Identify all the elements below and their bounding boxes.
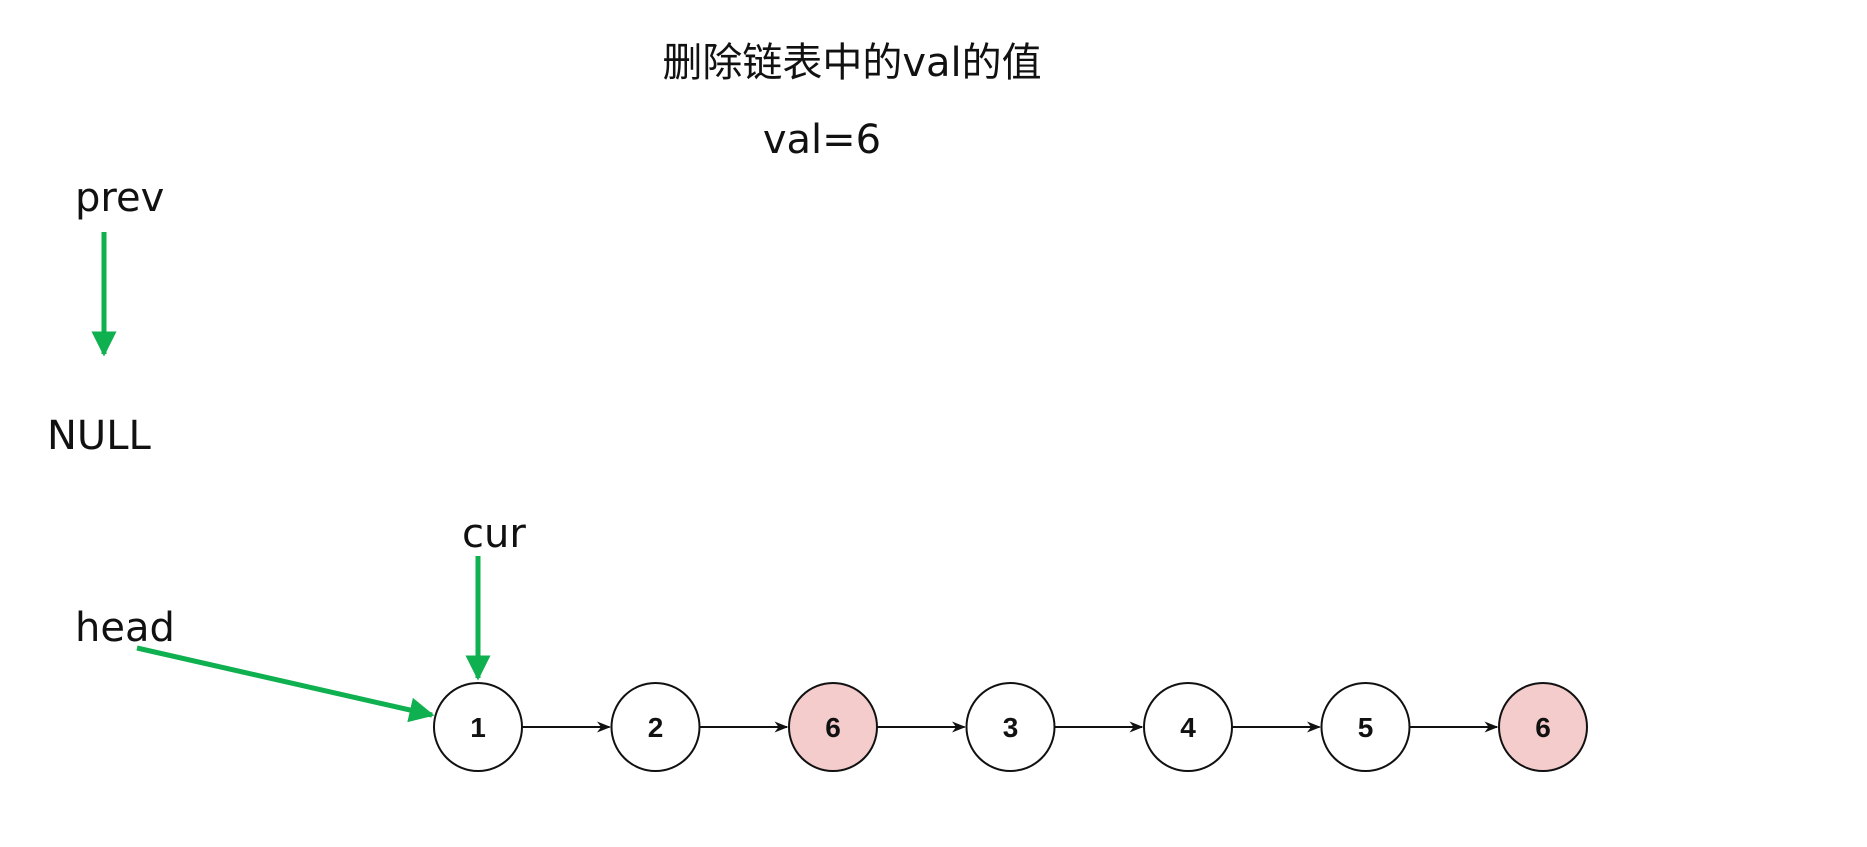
node-circle (965, 682, 1056, 772)
node-value: 4 (1180, 712, 1196, 743)
node-value: 6 (825, 712, 841, 743)
node-value: 5 (1358, 712, 1374, 743)
list-node: 2 (610, 682, 701, 772)
node-value: 3 (1003, 712, 1019, 743)
diagram-title: 删除链表中的val的值 (662, 40, 1041, 86)
head-label: head (75, 605, 175, 651)
node-value: 1 (470, 712, 486, 743)
list-node: 5 (1320, 682, 1411, 772)
highlighted-node-circle (788, 682, 878, 772)
node-value: 2 (648, 712, 664, 743)
list-node: 6 (1498, 682, 1588, 772)
highlighted-node-circle (1498, 682, 1588, 772)
node-value: 6 (1535, 712, 1551, 743)
null-label: NULL (47, 413, 151, 459)
prev-label: prev (75, 175, 164, 221)
list-node: 4 (1143, 682, 1233, 772)
node-circle (610, 682, 701, 772)
head-pointer-arrow (136, 645, 435, 723)
diagram-subtitle: val=6 (763, 117, 881, 163)
list-node: 3 (965, 682, 1056, 772)
node-circle (433, 682, 523, 772)
node-circle (1320, 682, 1411, 772)
node-list: 1 2 6 3 4 5 6 (433, 682, 1588, 772)
list-node: 1 (433, 682, 523, 772)
list-node: 6 (788, 682, 878, 772)
cur-label: cur (462, 511, 526, 557)
node-circle (1143, 682, 1233, 772)
